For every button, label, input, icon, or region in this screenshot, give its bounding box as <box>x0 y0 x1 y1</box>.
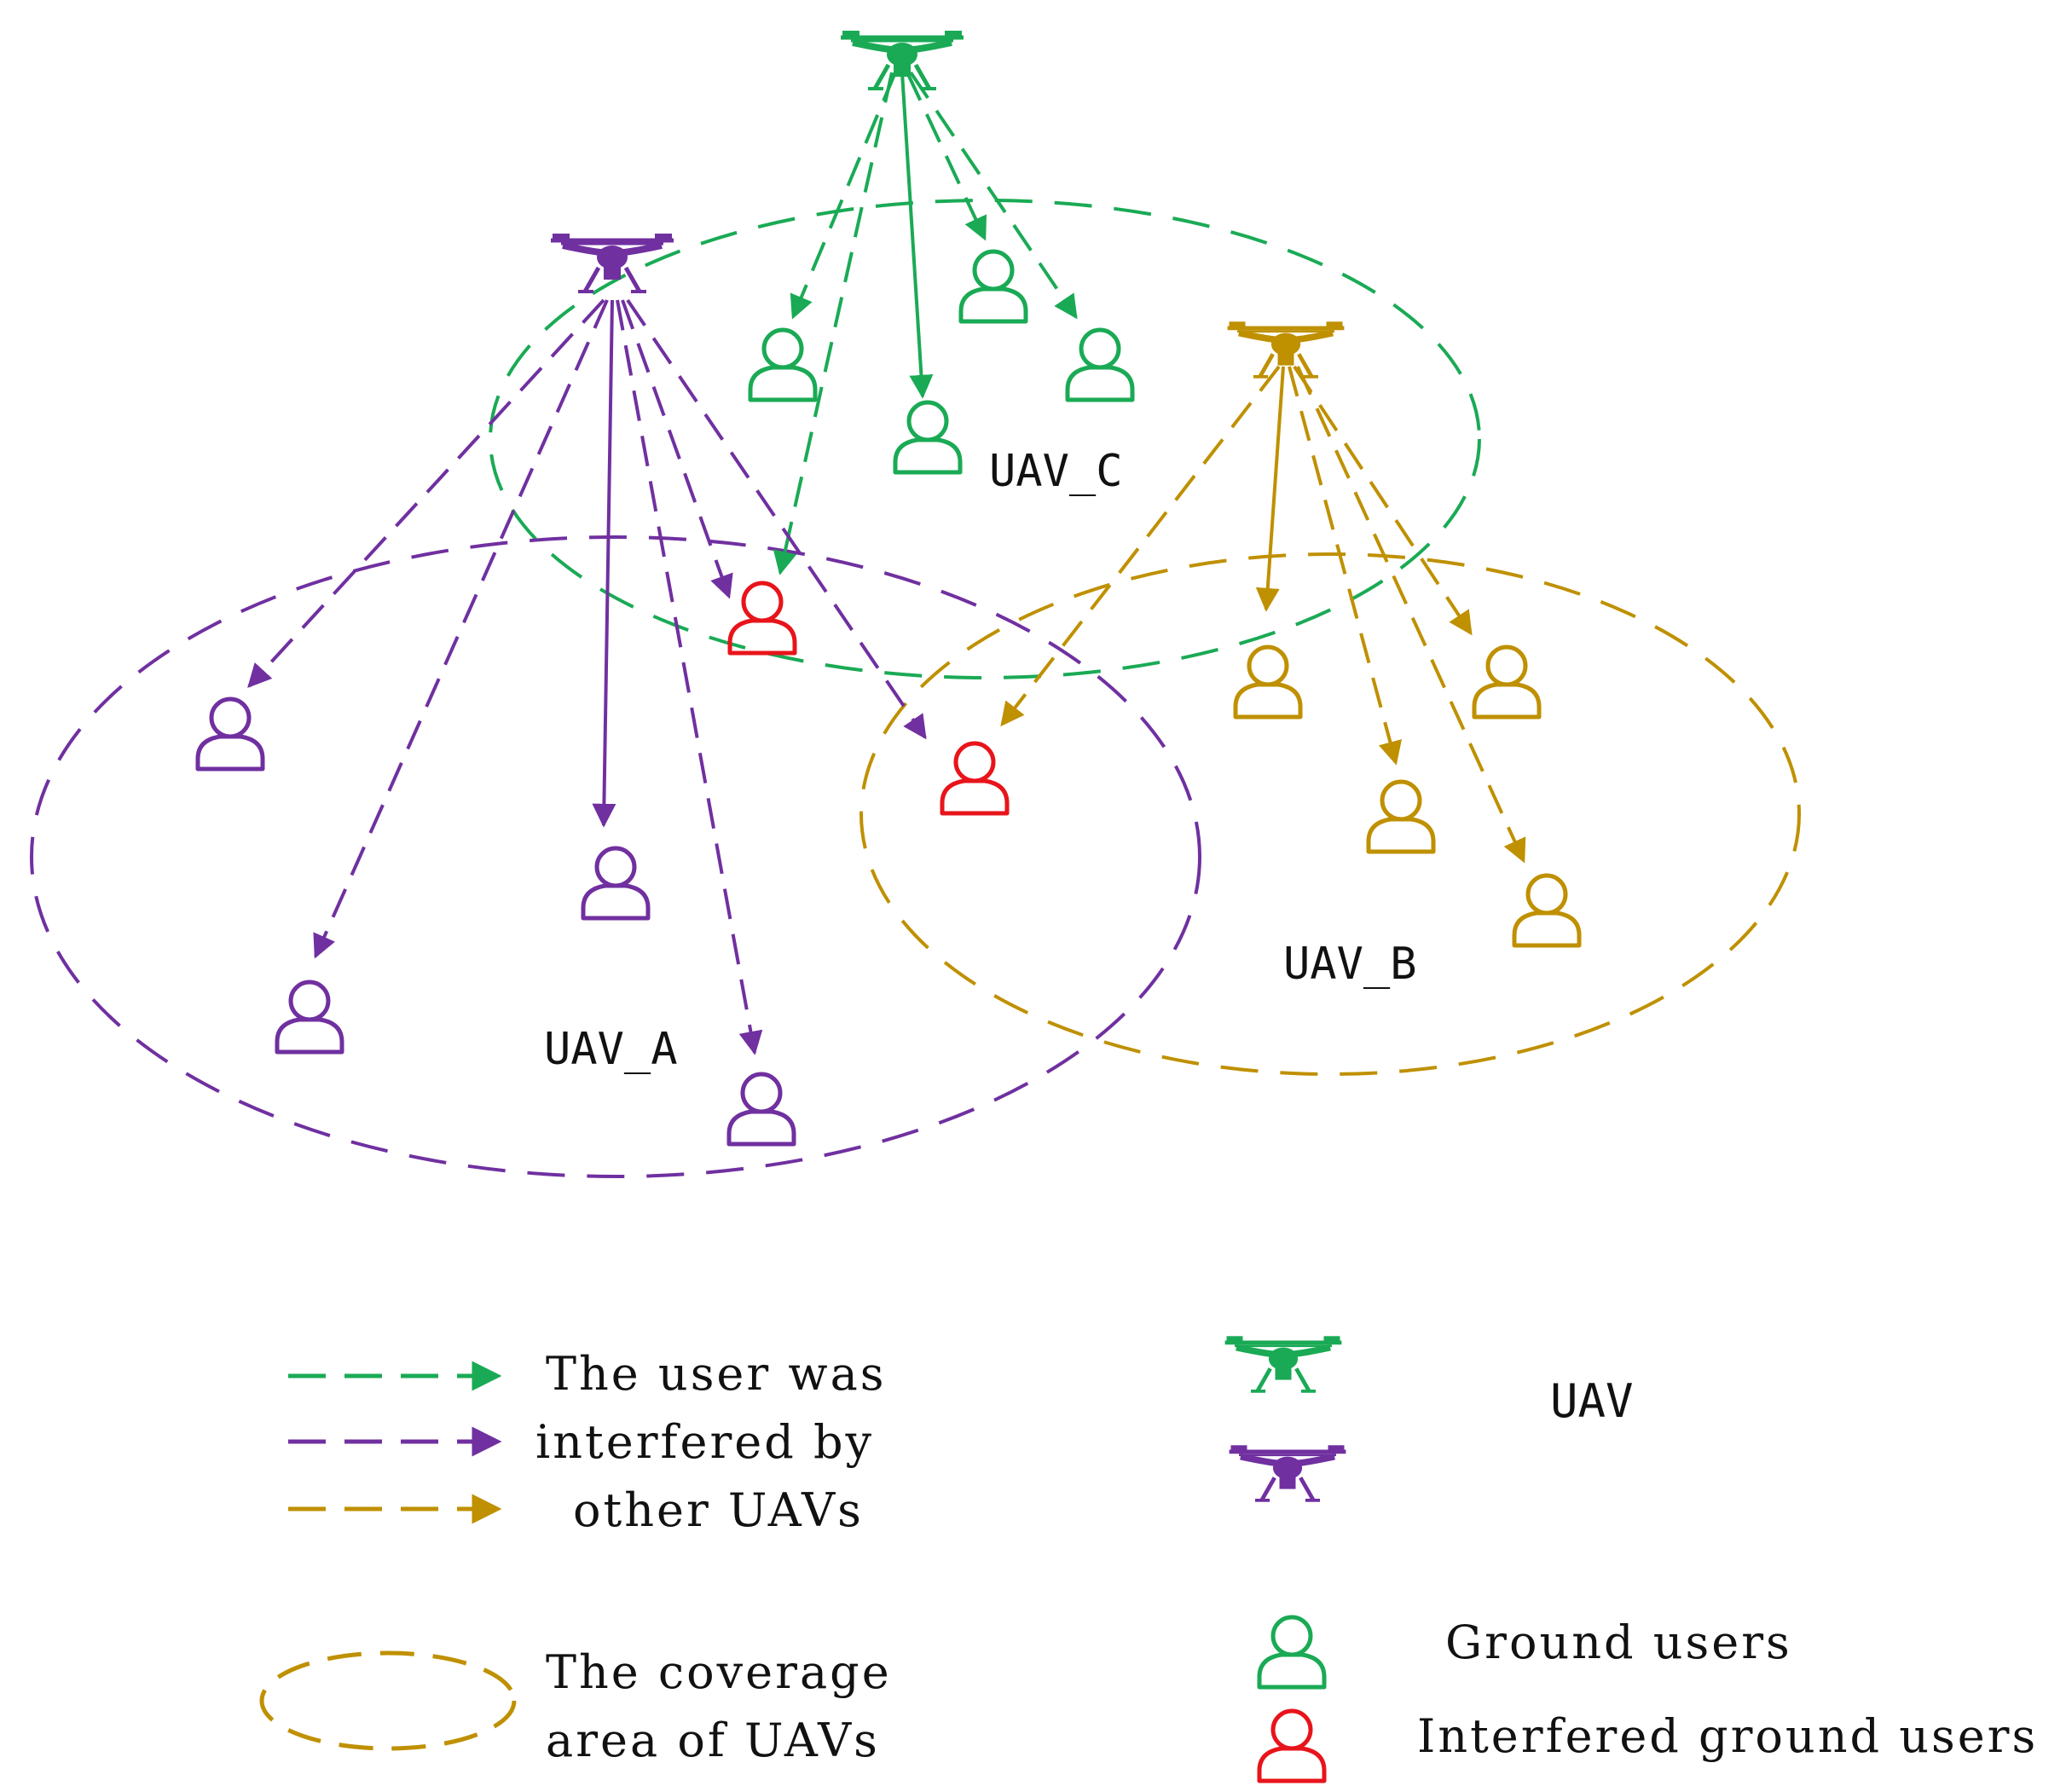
user-icon <box>895 402 960 472</box>
user-icon <box>198 699 263 769</box>
legend-ground-user-icon <box>1259 1617 1324 1687</box>
user-icon <box>1474 647 1539 717</box>
uav-a-label: UAV_A <box>544 1024 678 1075</box>
legend-purple-drone-icon <box>1230 1445 1346 1500</box>
legend-coverage-line2: area of UAVs <box>546 1714 880 1767</box>
link-a-user3 <box>592 299 616 828</box>
legend-users: Ground users Interfered ground users <box>1259 1615 2038 1781</box>
link-b-interfered2 <box>1000 365 1281 727</box>
legend-interfered-line1: The user was <box>546 1347 886 1401</box>
legend-interfered-line3: other UAVs <box>573 1483 864 1537</box>
link-c-user3 <box>906 72 987 241</box>
link-b-user3 <box>1293 365 1473 636</box>
interfered-user-icon <box>942 743 1007 813</box>
uav-a-links <box>247 298 927 1055</box>
uav-c-label: UAV_C <box>989 446 1123 497</box>
user-icon <box>729 1074 794 1144</box>
legend-green-drone-icon <box>1225 1336 1342 1391</box>
user-icon <box>1236 647 1300 717</box>
uav-b-label: UAV_B <box>1283 939 1417 990</box>
link-a-interfered2 <box>626 298 927 740</box>
uav-b-drone-icon <box>1228 321 1345 377</box>
user-icon <box>1514 876 1579 945</box>
link-c-user2 <box>900 72 934 399</box>
coverage-area-uav-b <box>859 552 1801 1076</box>
legend-ground-users-label: Ground users <box>1445 1615 1792 1669</box>
legend-uav: UAV <box>1225 1336 1634 1500</box>
interfered-users <box>730 583 1007 813</box>
link-c-user4 <box>909 71 1078 320</box>
legend-uav-label: UAV <box>1550 1374 1634 1428</box>
legend-coverage-ellipse <box>259 1650 517 1751</box>
legend-interfered-line2: interfered by <box>535 1415 874 1469</box>
uav-c-ground-users <box>750 251 1132 472</box>
user-icon <box>961 251 1026 321</box>
link-b-user2 <box>1288 366 1402 766</box>
user-icon <box>583 848 648 918</box>
legend-coverage-line1: The coverage <box>546 1645 892 1699</box>
user-icon <box>277 982 342 1052</box>
user-icon <box>1068 330 1132 400</box>
uav-b-ground-users <box>1236 647 1579 945</box>
coverage-area-uav-c <box>489 199 1481 679</box>
uav-b-links <box>1000 365 1526 864</box>
link-c-interfered1 <box>773 72 894 575</box>
legend-coverage: The coverage area of UAVs <box>259 1645 892 1767</box>
link-b-user1 <box>1255 366 1285 612</box>
coverage-areas <box>30 199 1801 1178</box>
link-a-user1 <box>247 298 605 689</box>
interfered-user-icon <box>730 583 795 653</box>
uav-c-links <box>773 71 1078 575</box>
uav-a-ground-users <box>198 699 794 1144</box>
link-a-user4 <box>616 299 763 1055</box>
legend-interfered-user-icon <box>1259 1711 1324 1781</box>
link-a-user2 <box>313 299 609 959</box>
coverage-area-uav-a <box>30 535 1201 1178</box>
link-a-interfered1 <box>621 299 733 599</box>
legend-interference: The user was interfered by other UAVs <box>288 1347 886 1537</box>
user-icon <box>1369 782 1433 852</box>
legend-interfered-users-label: Interfered ground users <box>1417 1709 2038 1763</box>
user-icon <box>750 330 815 400</box>
